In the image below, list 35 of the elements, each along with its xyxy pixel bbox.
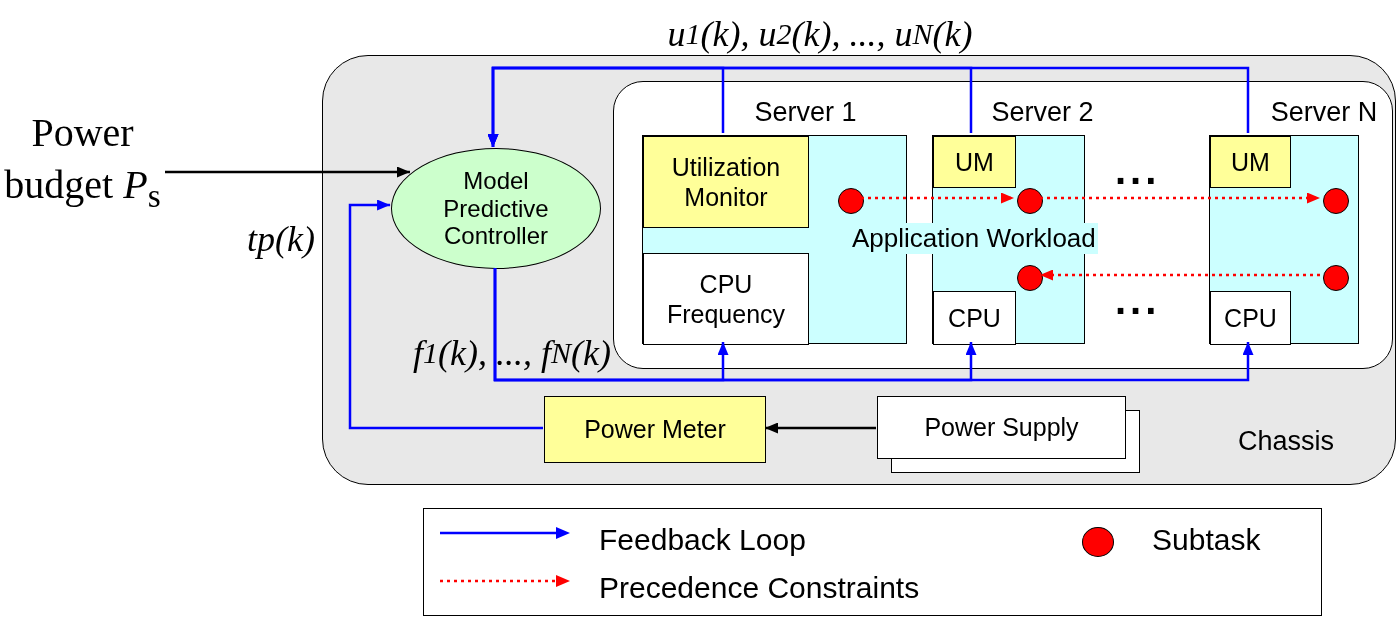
cpu-box: CPU	[1210, 291, 1291, 345]
arrow	[1040, 269, 1320, 281]
input-text: Power budget P$_{s}$	[0, 72, 165, 252]
workload-label: Application Workload	[850, 223, 1098, 255]
subtask-dot	[1017, 188, 1043, 214]
server-group-panel	[613, 81, 1393, 369]
box-label: Server N	[1269, 95, 1379, 129]
arrow	[493, 268, 1254, 382]
cpu-box: CPU	[933, 291, 1016, 345]
monitor-box: UM	[1210, 136, 1291, 188]
edge-label: tp(k)	[246, 218, 316, 261]
monitor-box: Utilization Monitor	[643, 136, 809, 228]
controller-ellipse: Model Predictive Controller	[391, 148, 601, 269]
subtask-dot	[838, 188, 864, 214]
process-box: Power Meter	[544, 396, 766, 463]
box-label: Server 1	[753, 95, 858, 129]
legend-label: Precedence Constraints	[599, 571, 920, 605]
subtask-dot	[1323, 188, 1349, 214]
arrow	[765, 422, 876, 434]
legend-label: Subtask	[1152, 523, 1261, 557]
chassis-panel	[322, 55, 1396, 485]
arrow	[861, 192, 1014, 204]
arrow	[348, 199, 543, 430]
legend-label: Feedback Loop	[599, 523, 806, 557]
box-label: Server 2	[990, 95, 1095, 129]
cpu-box: CPU Frequency	[643, 253, 809, 345]
arrow	[1040, 192, 1320, 204]
arrow	[487, 66, 1250, 147]
ellipsis-label: ...	[1115, 150, 1161, 190]
subtask-dot	[1323, 265, 1349, 291]
arrow	[165, 166, 410, 178]
monitor-box: UM	[933, 136, 1016, 188]
subtask-dot	[1017, 265, 1043, 291]
box-label: Chassis	[1237, 424, 1335, 458]
ellipsis-label: ...	[1115, 280, 1161, 320]
